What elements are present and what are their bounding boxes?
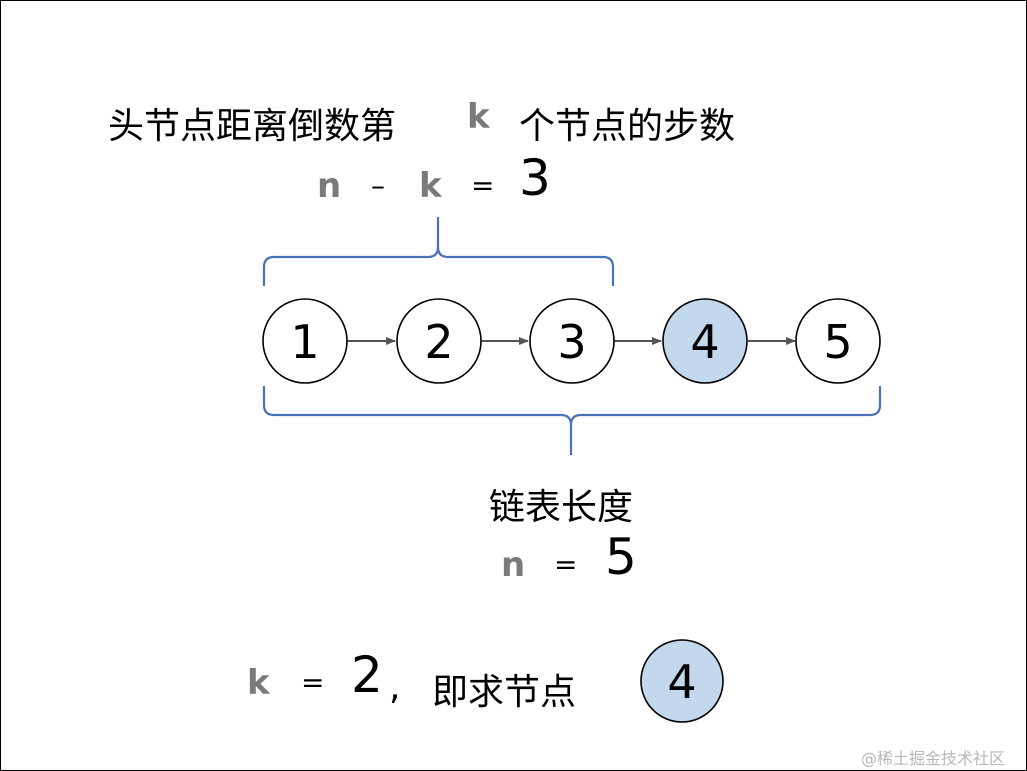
- k-value: 2: [351, 646, 383, 704]
- steps-var-n: n: [317, 166, 342, 206]
- title-suffix: 个节点的步数: [519, 106, 736, 147]
- length-value: 5: [605, 528, 637, 586]
- k-equals: =: [301, 666, 325, 699]
- steps-var-k: k: [419, 166, 442, 206]
- watermark: @稀土掘金技术社区: [861, 749, 1006, 768]
- node-4: 4: [662, 298, 748, 384]
- node-2-label: 2: [424, 315, 453, 369]
- steps-equals: =: [471, 169, 495, 202]
- node-1: 1: [262, 298, 348, 384]
- steps-minus: –: [371, 169, 385, 202]
- k-comma: ,: [389, 667, 401, 708]
- length-label: 链表长度: [489, 487, 634, 528]
- answer-node-circle: [640, 639, 724, 723]
- k-var: k: [247, 663, 270, 703]
- top-brace: [262, 217, 615, 286]
- length-var-n: n: [501, 545, 526, 585]
- node-5-label: 5: [823, 315, 852, 369]
- title-prefix: 头节点距离倒数第: [108, 106, 397, 147]
- title-var-k: k: [467, 97, 490, 137]
- answer-node: 4: [640, 639, 724, 723]
- node-2: 2: [396, 298, 482, 384]
- length-equals: =: [554, 548, 578, 581]
- bottom-brace: [262, 386, 882, 455]
- k-text: 即求节点: [432, 672, 577, 713]
- answer-node-label: 4: [667, 655, 696, 709]
- node-1-label: 1: [290, 315, 319, 369]
- node-3-label: 3: [557, 315, 586, 369]
- node-4-label: 4: [690, 315, 719, 369]
- node-5: 5: [795, 298, 881, 384]
- node-3: 3: [529, 298, 615, 384]
- steps-value: 3: [519, 149, 551, 207]
